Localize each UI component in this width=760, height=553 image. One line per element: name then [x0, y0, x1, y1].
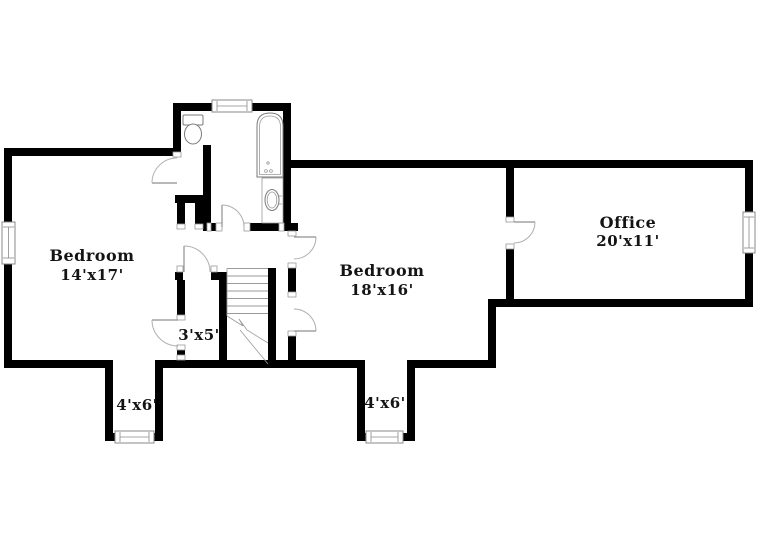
- label-bay-left-size: 4'x6': [116, 396, 158, 414]
- label-bedroom-center-name: Bedroom: [339, 261, 424, 280]
- sink-icon: [261, 177, 284, 224]
- wall: [288, 223, 296, 236]
- interior-walls: [175, 145, 514, 368]
- door-jamb: [194, 223, 204, 230]
- door-jamb: [176, 354, 186, 361]
- door-jamb: [206, 222, 212, 232]
- label-bedroom-left-size: 14'x17': [60, 266, 123, 284]
- wall: [155, 360, 163, 441]
- wall: [283, 160, 753, 168]
- window-bedroom-left: [1, 221, 16, 265]
- label-bedroom-center-size: 18'x16': [350, 281, 413, 299]
- wall: [506, 244, 514, 299]
- doors: [151, 157, 536, 347]
- door-jamb: [176, 314, 186, 321]
- wall: [407, 360, 496, 368]
- door-bedroom-center-upper: [293, 236, 317, 260]
- wall: [173, 103, 181, 157]
- staircase-icon: [226, 268, 269, 365]
- wall: [105, 360, 113, 441]
- door-bedroom-center-lower: [293, 308, 317, 332]
- wall: [175, 272, 183, 280]
- stair-break-line: [226, 315, 269, 344]
- wall: [488, 299, 496, 368]
- door-closet-bedroom-side: [151, 319, 179, 347]
- door-jamb: [215, 222, 223, 232]
- toilet-icon: [182, 114, 204, 145]
- door-jamb: [287, 291, 297, 298]
- door-bathroom: [221, 204, 245, 228]
- wall: [407, 360, 415, 441]
- door-jamb: [243, 222, 251, 232]
- wall: [155, 360, 365, 368]
- door-jamb: [505, 216, 515, 223]
- wall: [203, 223, 222, 231]
- door-jamb: [176, 223, 186, 230]
- door-jamb: [176, 265, 184, 273]
- door-jamb: [287, 230, 297, 237]
- label-office-size: 20'x11': [596, 232, 659, 250]
- stair-run-line: [239, 329, 269, 365]
- label-bedroom-left-name: Bedroom: [49, 246, 134, 265]
- windows: [1, 99, 756, 444]
- bathroom-fixtures: [182, 112, 284, 224]
- wall: [4, 360, 113, 368]
- wall: [288, 263, 296, 297]
- room-labels: Bedroom 14'x17' Bedroom 18'x16' Office 2…: [49, 213, 659, 414]
- door-office: [513, 221, 536, 244]
- door-jamb: [287, 330, 297, 337]
- label-office-name: Office: [600, 213, 657, 232]
- wall: [175, 195, 203, 203]
- wall: [488, 299, 753, 307]
- label-bay-right-size: 4'x6': [364, 394, 406, 412]
- wall: [244, 223, 279, 231]
- wall: [357, 360, 365, 441]
- door-bedroom-left: [151, 157, 178, 184]
- door-jamb: [172, 151, 182, 158]
- wall: [268, 268, 276, 368]
- window-bay-left: [114, 430, 155, 444]
- door-closet: [183, 245, 211, 273]
- window-bay-right: [365, 430, 404, 444]
- wall: [203, 145, 211, 223]
- wall: [195, 203, 203, 224]
- door-jamb: [278, 222, 285, 232]
- window-office-right: [742, 211, 756, 254]
- wall: [177, 280, 185, 320]
- door-jamb: [210, 265, 218, 273]
- door-jamb: [287, 262, 297, 269]
- door-jambs: [172, 151, 515, 361]
- bathtub-icon: [256, 112, 284, 178]
- wall: [4, 148, 181, 156]
- label-closet-size: 3'x5': [178, 326, 220, 344]
- wall: [288, 331, 296, 368]
- window-bathroom-top: [211, 99, 253, 113]
- door-jamb: [505, 243, 515, 250]
- door-jamb: [176, 344, 186, 351]
- wall: [177, 203, 185, 224]
- wall: [211, 272, 227, 280]
- wall: [506, 168, 514, 222]
- wall: [219, 272, 227, 368]
